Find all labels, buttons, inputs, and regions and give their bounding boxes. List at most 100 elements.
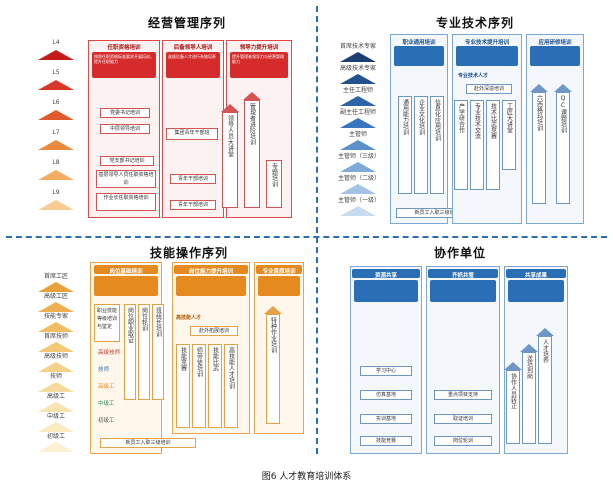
vertical-training-box: 岗位轮训 bbox=[138, 304, 150, 400]
pyramid-step-icon bbox=[340, 96, 376, 106]
panel-note bbox=[456, 46, 518, 66]
level-marker: L8 bbox=[36, 159, 76, 180]
training-box: 党支部书记培训 bbox=[100, 156, 154, 166]
level-marker: 高级工匠 bbox=[36, 293, 76, 312]
vertical-training-box: 岗位职业取证 bbox=[124, 304, 136, 400]
level-label: L7 bbox=[52, 129, 60, 136]
pyramid-step-icon bbox=[38, 322, 74, 332]
pyramid-step-icon bbox=[38, 302, 74, 312]
vertical-training-box: 送培到岗 bbox=[522, 352, 536, 444]
pyramid-step-icon bbox=[38, 422, 74, 432]
panel-header: 专业技术提升培训 bbox=[464, 40, 509, 46]
training-box: 技能竞赛 bbox=[360, 436, 412, 446]
up-arrow-icon bbox=[536, 328, 554, 336]
vertical-training-box: 六西格玛培训 bbox=[532, 92, 546, 204]
training-box: 新员工入职三级培训 bbox=[100, 438, 196, 448]
level-label: 初级工 bbox=[46, 433, 65, 440]
level-marker: 副主任工程师 bbox=[338, 109, 378, 128]
panel-header: 岗位能力提升培训 bbox=[174, 265, 248, 275]
level-label: 首席技师 bbox=[43, 333, 68, 340]
level-marker: 中级工 bbox=[36, 413, 76, 432]
training-box: 集团青年干部班 bbox=[166, 128, 218, 140]
level-label: 高级技师 bbox=[43, 353, 68, 360]
pyramid-step-icon bbox=[38, 362, 74, 372]
panel-note bbox=[508, 280, 564, 302]
vertical-training-box: 特种作业培训 bbox=[266, 314, 280, 424]
panel-header: 资源共享 bbox=[352, 269, 420, 279]
vertical-training-box: 专题培训 bbox=[266, 160, 282, 208]
level-marker: 首席技术专家 bbox=[338, 43, 378, 62]
grade-label: 高级工 bbox=[98, 384, 115, 390]
pyramid-step-icon bbox=[38, 110, 74, 120]
training-box: 取证培训 bbox=[434, 414, 492, 424]
panel-header: 后备领导人培训 bbox=[173, 45, 213, 51]
figure-caption: 图6 人才教育培训体系 bbox=[261, 472, 352, 482]
panel-header: 领导力提升培训 bbox=[239, 45, 279, 51]
training-box: 赴外拓展培训 bbox=[190, 326, 238, 336]
vertical-training-box: 技术比武竞赛 bbox=[486, 100, 500, 190]
training-box: 青年干部培训 bbox=[170, 200, 216, 210]
panel-header: 应用研修培训 bbox=[538, 40, 572, 46]
vertical-training-box: 人才培养 bbox=[538, 336, 552, 444]
level-label: 高级技术专家 bbox=[339, 65, 376, 72]
panel-header: 齐抓共管 bbox=[428, 269, 498, 279]
panel-header: 职业通用培训 bbox=[402, 40, 436, 46]
level-label: L9 bbox=[52, 189, 60, 196]
level-label: 中级工 bbox=[46, 413, 65, 420]
technical-title: 专业技术序列 bbox=[436, 16, 515, 30]
panel-note: 提升管理者领导力与经营管理能力 bbox=[230, 52, 288, 78]
level-label: 主任工程师 bbox=[342, 87, 373, 94]
level-marker: 主管师（三级） bbox=[338, 153, 381, 172]
training-box: 赴外深造培训 bbox=[466, 84, 512, 94]
pyramid-step-icon bbox=[38, 382, 74, 392]
training-box: 作业长任职资格培训 bbox=[96, 193, 156, 211]
panel-note bbox=[430, 280, 496, 302]
up-arrow-icon bbox=[520, 344, 538, 352]
pyramid-step-icon bbox=[340, 140, 376, 150]
level-label: 首席工匠 bbox=[43, 273, 68, 280]
level-label: 主管师（三级） bbox=[338, 153, 381, 160]
pyramid-step-icon bbox=[340, 206, 376, 216]
vertical-divider bbox=[316, 6, 318, 454]
panel-header: 任职资格培训 bbox=[107, 45, 141, 51]
vertical-training-box: 产学研合作 bbox=[454, 100, 468, 190]
panel-note: 选拔后备人才进行系统培养 bbox=[166, 52, 220, 78]
section-label: 专业技术人才 bbox=[458, 73, 489, 79]
pyramid-step-icon bbox=[38, 50, 74, 60]
level-label: 高级工 bbox=[46, 393, 65, 400]
vertical-training-box: 技能竞赛 bbox=[176, 344, 190, 428]
panel-note bbox=[530, 46, 580, 66]
pyramid-step-icon bbox=[38, 342, 74, 352]
vertical-training-box: 高技能人才培训 bbox=[224, 344, 238, 428]
level-label: L5 bbox=[52, 69, 60, 76]
level-label: 高级工匠 bbox=[43, 293, 68, 300]
pyramid-step-icon bbox=[38, 402, 74, 412]
level-label: L6 bbox=[52, 99, 60, 106]
training-box: 青年干部培训 bbox=[170, 174, 216, 184]
level-marker: 高级工 bbox=[36, 393, 76, 412]
level-marker: 首席工匠 bbox=[36, 273, 76, 292]
up-arrow-icon bbox=[221, 104, 239, 112]
cooperation-title: 协作单位 bbox=[434, 246, 487, 260]
level-marker: 主管师 bbox=[338, 131, 378, 150]
level-marker: 主任工程师 bbox=[338, 87, 378, 106]
vertical-training-box: 工匠大讲堂 bbox=[502, 100, 516, 170]
up-arrow-icon bbox=[243, 92, 261, 100]
pyramid-step-icon bbox=[340, 162, 376, 172]
vertical-training-box: 企业文化培训 bbox=[414, 96, 428, 194]
level-marker: 主管师（二级） bbox=[338, 175, 381, 194]
level-marker: 首席技师 bbox=[36, 333, 76, 352]
up-arrow-icon bbox=[554, 84, 572, 92]
training-box: 中层领导培训 bbox=[100, 124, 150, 134]
level-label: 主管师（二级） bbox=[338, 175, 381, 182]
pyramid-step-icon bbox=[340, 184, 376, 194]
pyramid-step-icon bbox=[38, 442, 74, 452]
grade-label: 技师 bbox=[98, 367, 110, 373]
vertical-training-box: 信息化应用培训 bbox=[430, 96, 444, 194]
pyramid-step-icon bbox=[340, 52, 376, 62]
level-marker: 技能专家 bbox=[36, 313, 76, 332]
pyramid-step-icon bbox=[340, 118, 376, 128]
pyramid-step-icon bbox=[340, 74, 376, 84]
level-label: L8 bbox=[52, 159, 60, 166]
level-label: L4 bbox=[52, 39, 60, 46]
